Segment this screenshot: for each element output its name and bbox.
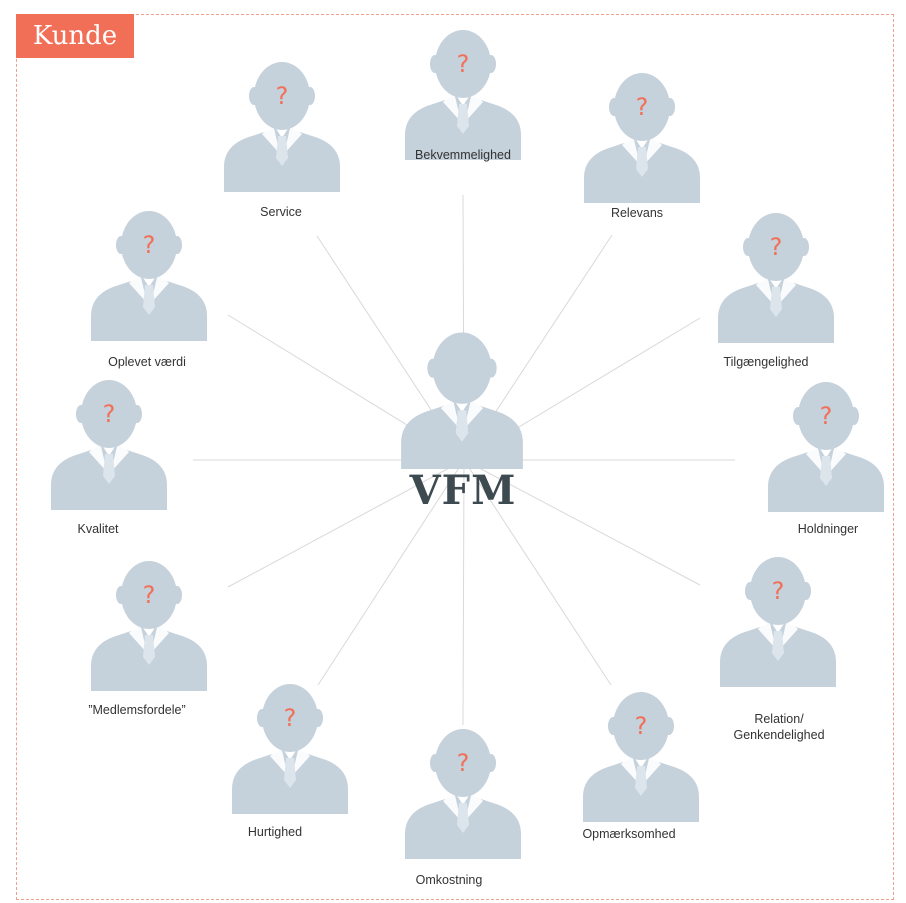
person-icon-oplevet-vaerdi: ? (91, 211, 207, 341)
person-icon-relation: ? (720, 557, 836, 687)
node-label-kvalitet: Kvalitet (77, 522, 119, 536)
question-mark-icon: ? (820, 402, 833, 430)
node-label-relevans: Relevans (610, 206, 664, 220)
center-label: VFM (409, 467, 517, 514)
customer-tag: Kunde (16, 14, 134, 58)
question-mark-icon: ? (772, 577, 785, 605)
person-icon-opmaerksomhed: ? (583, 692, 699, 822)
person-icon-kvalitet: ? (51, 380, 167, 510)
node-label-bekvemmelighed: Bekvemmelighed (415, 148, 511, 162)
node-label-holdninger: Holdninger (797, 522, 859, 536)
node-label-tilgaengelighed: Tilgængelighed (723, 355, 809, 369)
people-layer: ???????????? (51, 30, 884, 859)
question-mark-icon: ? (284, 704, 297, 732)
node-label-oplevet-vaerdi: Oplevet værdi (108, 355, 186, 369)
person-icon-holdninger: ? (768, 382, 884, 512)
node-label-hurtighed: Hurtighed (247, 825, 303, 839)
question-mark-icon: ? (457, 50, 470, 78)
spoke-relation (463, 459, 701, 586)
spoke-medlemsfordele (227, 459, 465, 588)
question-mark-icon: ? (636, 93, 649, 121)
spoke-hurtighed (317, 459, 465, 686)
question-mark-icon: ? (103, 400, 116, 428)
question-mark-icon: ? (457, 749, 470, 777)
person-icon-service: ? (224, 62, 340, 192)
person-icon-relevans: ? (584, 73, 700, 203)
node-label-opmaerksomhed: Opmærksomhed (582, 827, 676, 841)
question-mark-icon: ? (143, 581, 156, 609)
person-icon-tilgaengelighed: ? (718, 213, 834, 343)
node-label-relation: Relation/ Genkendelighed (733, 712, 825, 742)
diagram-frame (16, 14, 894, 900)
center-person-icon (401, 332, 523, 469)
question-mark-icon: ? (143, 231, 156, 259)
person-icon-omkostning: ? (405, 729, 521, 859)
node-label-omkostning: Omkostning (415, 873, 483, 887)
node-label-service: Service (260, 205, 302, 219)
person-icon-medlemsfordele: ? (91, 561, 207, 691)
question-mark-icon: ? (635, 712, 648, 740)
person-icon-hurtighed: ? (232, 684, 348, 814)
person-icon-bekvemmelighed: ? (405, 30, 521, 160)
spoke-opmaerksomhed (463, 459, 612, 686)
node-label-medlemsfordele: ”Medlemsfordele” (88, 703, 186, 717)
question-mark-icon: ? (276, 82, 289, 110)
spoke-omkostning (462, 459, 465, 726)
question-mark-icon: ? (770, 233, 783, 261)
